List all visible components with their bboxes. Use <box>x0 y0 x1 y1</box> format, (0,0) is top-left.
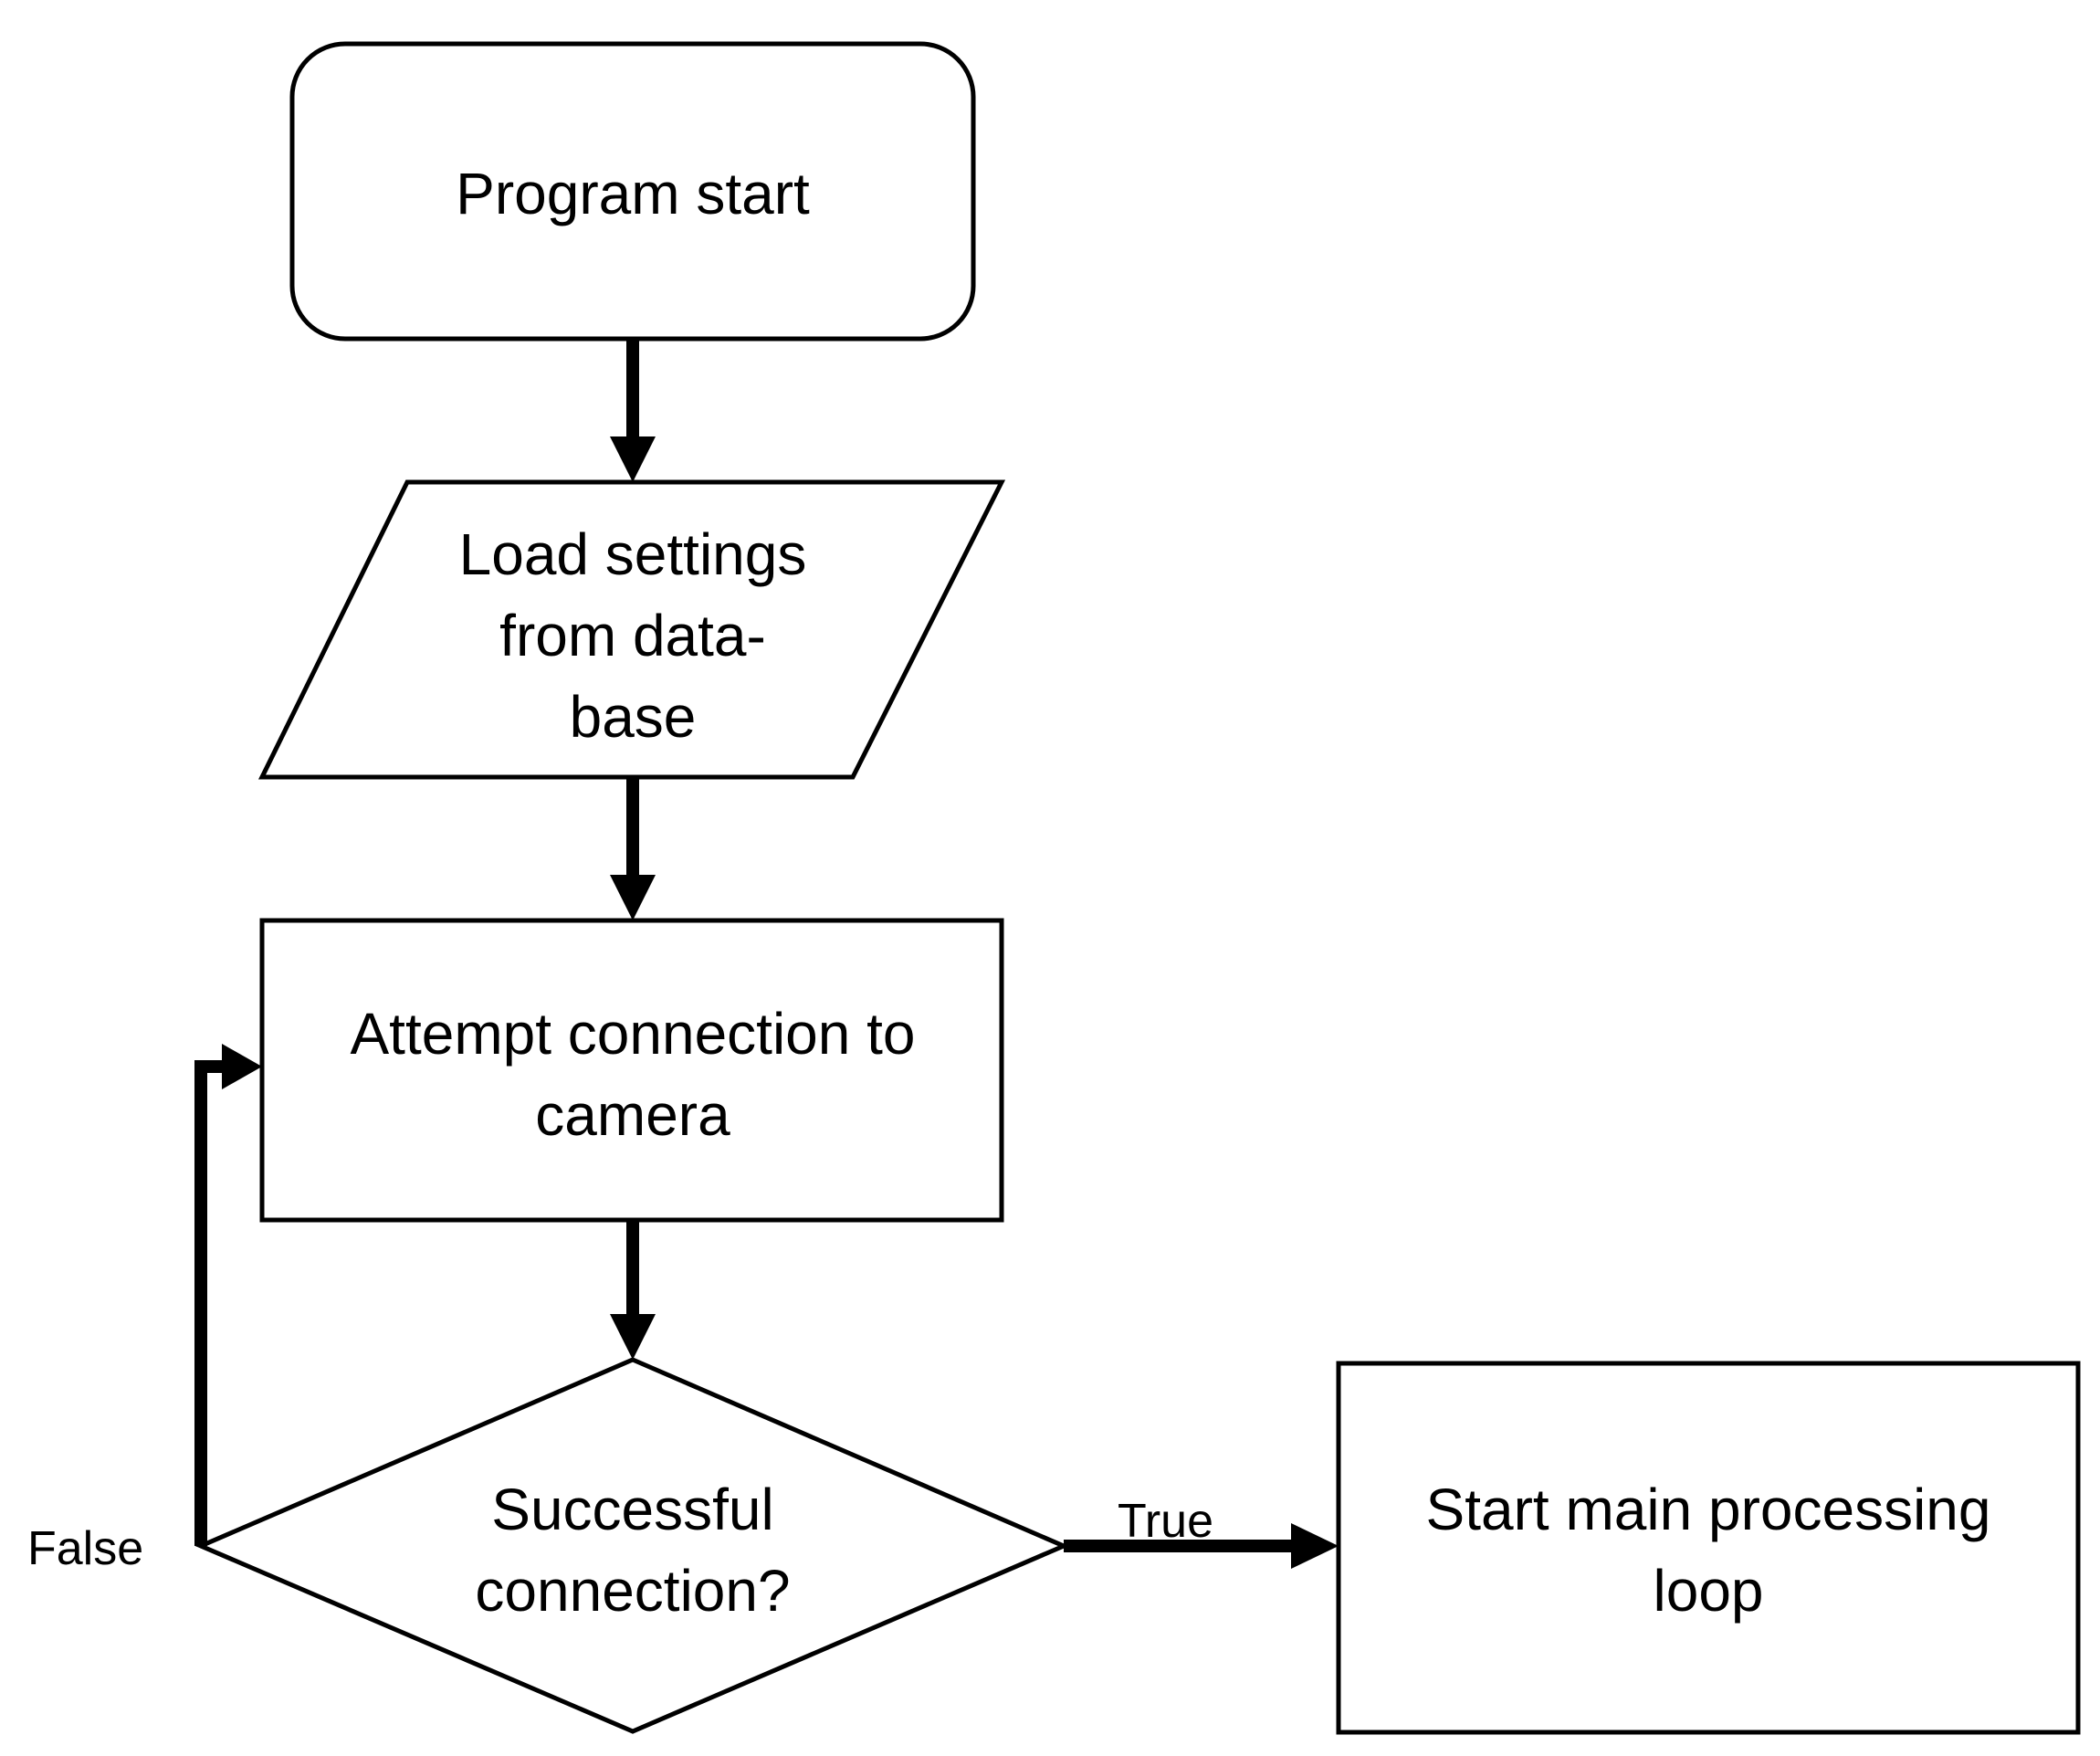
arrow-load-to-attempt <box>610 777 656 920</box>
start-main-loop-node: Start main processing loop <box>1336 1361 2081 1735</box>
attempt-connection-node: Attempt connection to camera <box>259 918 1004 1223</box>
program-start-node: Program start <box>289 41 976 342</box>
main-loop-label-line-2: loop <box>1654 1558 1764 1624</box>
false-label: False <box>27 1522 143 1575</box>
arrow-true-to-main-loop <box>1064 1523 1339 1569</box>
decision-label-line-1: Successful <box>491 1477 773 1542</box>
load-settings-label-line-2: from data- <box>499 603 766 668</box>
attempt-connection-label-line-1: Attempt connection to <box>350 1001 915 1067</box>
attempt-connection-label-line-2: camera <box>535 1082 730 1148</box>
program-start-label: Program start <box>456 161 810 226</box>
load-settings-label-line-1: Load settings <box>459 521 807 587</box>
decision-label-line-2: connection? <box>475 1558 790 1624</box>
successful-connection-decision: Successful connection? <box>194 1357 1070 1734</box>
main-loop-label-line-1: Start main processing <box>1426 1477 1991 1542</box>
true-label: True <box>1118 1495 1213 1548</box>
load-settings-node: Load settings from data- base <box>257 479 1006 780</box>
load-settings-label-line-3: base <box>570 684 697 750</box>
arrow-false-loop-back <box>194 1044 262 1546</box>
arrow-start-to-load <box>610 339 656 482</box>
arrow-attempt-to-decision <box>610 1220 656 1360</box>
